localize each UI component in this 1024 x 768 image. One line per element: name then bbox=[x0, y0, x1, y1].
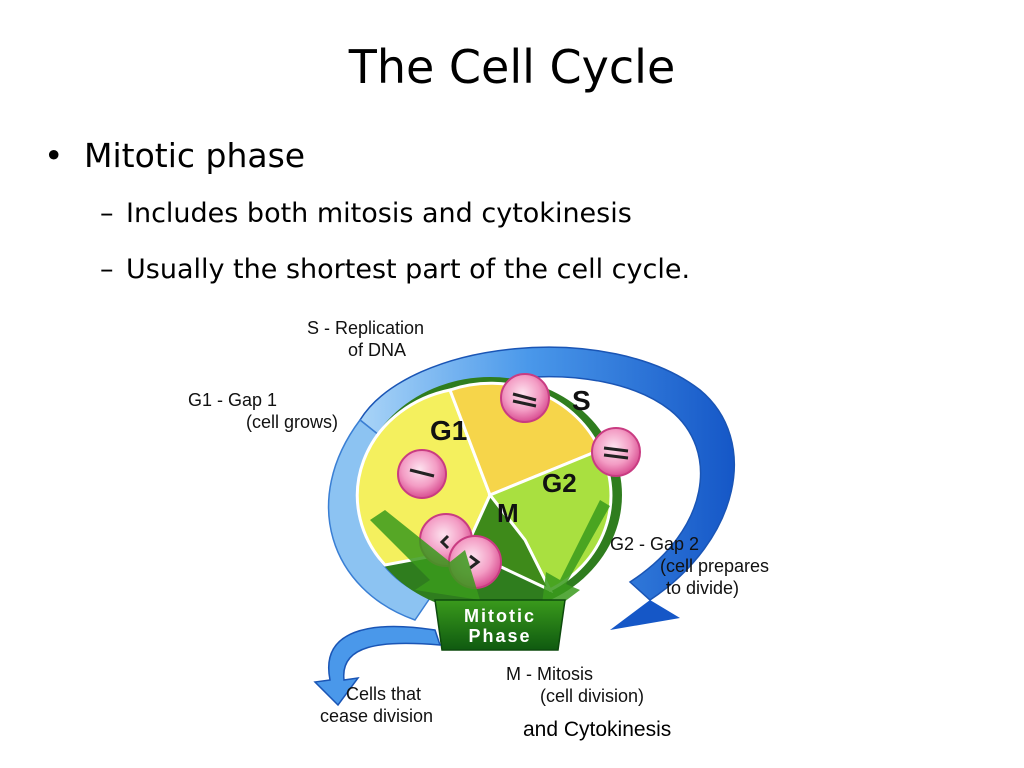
cease-division-arrow bbox=[313, 625, 442, 707]
sub-bullet-text: Usually the shortest part of the cell cy… bbox=[126, 254, 691, 285]
bullet-text: Mitotic phase bbox=[84, 136, 306, 175]
cell-g2 bbox=[591, 427, 641, 477]
mitotic-label-line2: Phase bbox=[468, 626, 531, 646]
callout-g1: G1 - Gap 1 (cell grows) bbox=[188, 390, 338, 432]
callout-m-line1: M - Mitosis bbox=[506, 664, 593, 684]
m-label: M bbox=[497, 498, 519, 528]
slide-title: The Cell Cycle bbox=[348, 40, 676, 94]
callout-g2-line2: (cell prepares bbox=[660, 556, 769, 576]
callout-g2-line1: G2 - Gap 2 bbox=[610, 534, 699, 554]
callout-s-line2: of DNA bbox=[348, 340, 406, 360]
sub-bullet-marker: – bbox=[100, 254, 114, 285]
sub-bullet-shortest: – Usually the shortest part of the cell … bbox=[100, 254, 690, 285]
mitotic-label-line1: Mitotic bbox=[464, 606, 536, 626]
callout-cease: Cells that cease division bbox=[320, 684, 433, 726]
s-label: S bbox=[572, 385, 591, 416]
mitotic-phase-banner: Mitotic Phase bbox=[434, 599, 566, 651]
callout-m: M - Mitosis (cell division) bbox=[506, 664, 644, 706]
callout-g1-line1: G1 - Gap 1 bbox=[188, 390, 277, 410]
bullet-marker: • bbox=[44, 136, 64, 175]
sub-bullet-text: Includes both mitosis and cytokinesis bbox=[126, 198, 632, 229]
callout-cease-line1: Cells that bbox=[346, 684, 421, 704]
callout-s: S - Replication of DNA bbox=[307, 318, 424, 360]
mitotic-arrows bbox=[370, 500, 610, 620]
sub-bullet-marker: – bbox=[100, 198, 114, 229]
cell-s bbox=[500, 373, 550, 423]
callout-s-line1: S - Replication bbox=[307, 318, 424, 338]
g2-label: G2 bbox=[542, 468, 577, 498]
g1-label: G1 bbox=[430, 415, 467, 446]
callout-m-line2: (cell division) bbox=[540, 686, 644, 706]
sub-bullet-includes: – Includes both mitosis and cytokinesis bbox=[100, 198, 632, 229]
callout-g2-line3: to divide) bbox=[666, 578, 739, 598]
callout-g2: G2 - Gap 2 (cell prepares to divide) bbox=[610, 534, 769, 598]
cell-g1 bbox=[397, 449, 447, 499]
caption-cytokinesis: and Cytokinesis bbox=[523, 718, 672, 741]
callout-cease-line2: cease division bbox=[320, 706, 433, 726]
callout-g1-line2: (cell grows) bbox=[246, 412, 338, 432]
bullet-mitotic-phase: • Mitotic phase bbox=[44, 136, 305, 175]
cell-cycle-diagram: Interphase G1 S G2 M Mitotic Ph bbox=[188, 307, 769, 726]
